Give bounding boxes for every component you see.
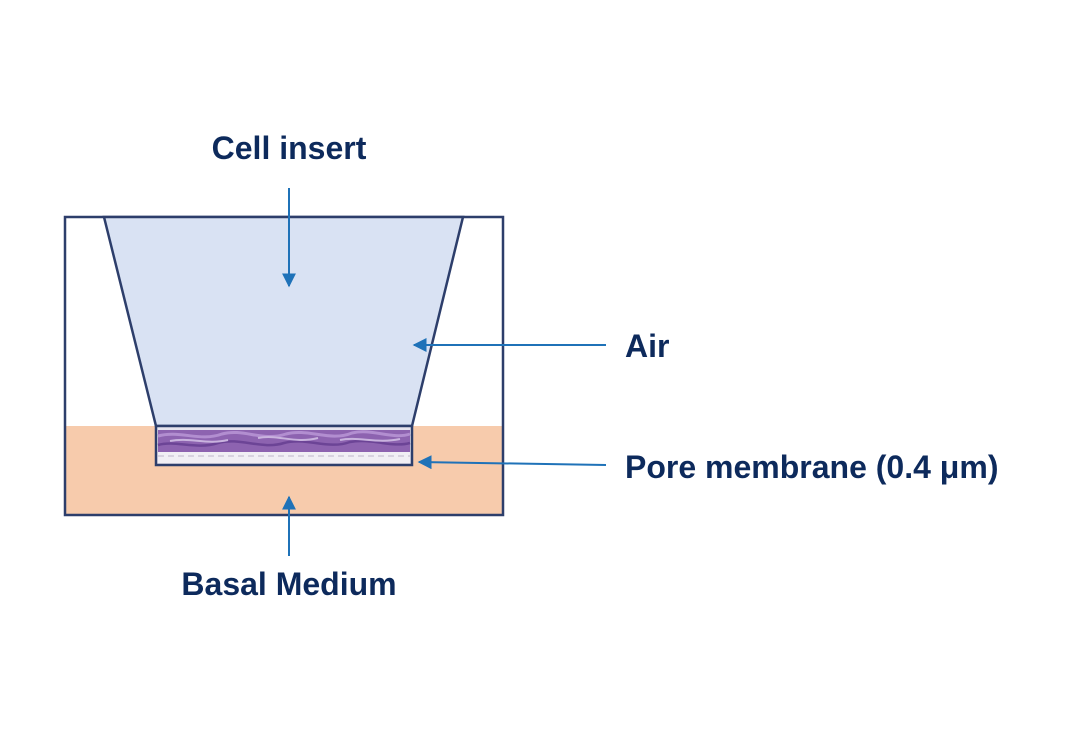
cell-layer <box>157 430 411 452</box>
label-air: Air <box>625 328 669 364</box>
pore-membrane-arrow <box>417 455 607 470</box>
pore-membrane <box>158 452 410 463</box>
label-basal-medium: Basal Medium <box>181 566 396 602</box>
label-cell-insert: Cell insert <box>212 130 367 166</box>
cell-insert-body <box>102 215 465 428</box>
label-pore-membrane: Pore membrane (0.4 μm) <box>625 449 998 485</box>
